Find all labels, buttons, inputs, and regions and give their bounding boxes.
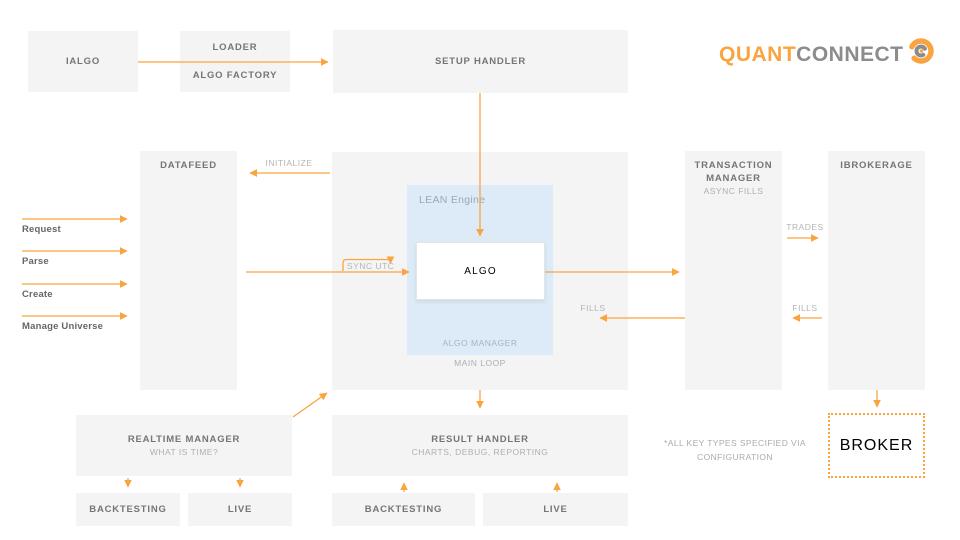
node-backtesting-left: BACKTESTING	[76, 493, 180, 526]
node-ibrokerage-label: IBROKERAGE	[840, 160, 913, 171]
node-transaction-manager: TRANSACTION MANAGER ASYNC FILLS	[685, 151, 782, 390]
what-is-time-label: WHAT IS TIME?	[149, 447, 219, 457]
node-ibrokerage: IBROKERAGE	[828, 151, 925, 390]
node-setup-handler: SETUP HANDLER	[333, 30, 628, 93]
fills-center-label: FILLS	[580, 303, 606, 313]
node-live-left: LIVE	[188, 493, 292, 526]
algo-manager-label: ALGO MANAGER	[442, 338, 518, 348]
initialize-label: INITIALIZE	[265, 158, 313, 168]
node-broker-label: BROKER	[839, 436, 914, 454]
node-ialgo: IALGO	[28, 31, 138, 92]
node-loader-algo-factory: LOADER ALGO FACTORY	[180, 31, 290, 92]
node-realtime-manager-label: REALTIME MANAGER	[127, 434, 241, 445]
configuration-note-line1: *ALL KEY TYPES SPECIFIED VIA	[664, 438, 806, 448]
sync-utc-label: SYNC UTC	[347, 261, 395, 271]
input-label-request: Request	[22, 224, 61, 235]
charts-debug-reporting-label: CHARTS, DEBUG, REPORTING	[411, 447, 549, 457]
node-algo-factory-label: ALGO FACTORY	[192, 70, 278, 81]
configuration-note-line2: CONFIGURATION	[697, 452, 773, 462]
configuration-note: *ALL KEY TYPES SPECIFIED VIA CONFIGURATI…	[640, 436, 830, 464]
node-broker: BROKER	[828, 413, 925, 478]
node-backtesting-center: BACKTESTING	[332, 493, 475, 526]
node-live-center-label: LIVE	[543, 504, 568, 515]
node-datafeed-label: DATAFEED	[160, 160, 217, 171]
input-label-manage-universe: Manage Universe	[22, 321, 104, 332]
node-transaction-manager-label: TRANSACTION MANAGER	[694, 160, 773, 184]
node-live-center: LIVE	[483, 493, 628, 526]
node-loader-label: LOADER	[212, 42, 258, 53]
node-ialgo-label: IALGO	[65, 56, 101, 67]
node-algo-label: ALGO	[464, 265, 497, 277]
node-backtesting-left-label: BACKTESTING	[89, 504, 167, 515]
input-label-create: Create	[22, 289, 53, 300]
logo-text-connect: CONNECT	[796, 43, 904, 66]
node-result-handler: RESULT HANDLER CHARTS, DEBUG, REPORTING	[332, 415, 628, 476]
main-loop-label: MAIN LOOP	[454, 358, 506, 368]
node-result-handler-label: RESULT HANDLER	[431, 434, 529, 445]
node-algo: ALGO	[416, 242, 545, 300]
node-realtime-manager: REALTIME MANAGER WHAT IS TIME?	[76, 415, 292, 476]
async-fills-label: ASYNC FILLS	[703, 186, 764, 196]
node-setup-handler-label: SETUP HANDLER	[435, 56, 526, 67]
quantconnect-swirl-icon	[907, 38, 934, 64]
node-live-left-label: LIVE	[227, 504, 253, 515]
lean-engine-label: LEAN Engine	[419, 194, 486, 206]
arrow-realtime-to-main-loop	[292, 392, 328, 418]
fills-right-label: FILLS	[792, 303, 818, 313]
logo-text-quant: QUANT	[719, 43, 797, 66]
input-label-parse: Parse	[22, 256, 49, 267]
node-datafeed: DATAFEED	[140, 151, 237, 390]
trades-label: TRADES	[786, 222, 824, 232]
node-backtesting-center-label: BACKTESTING	[364, 504, 443, 515]
